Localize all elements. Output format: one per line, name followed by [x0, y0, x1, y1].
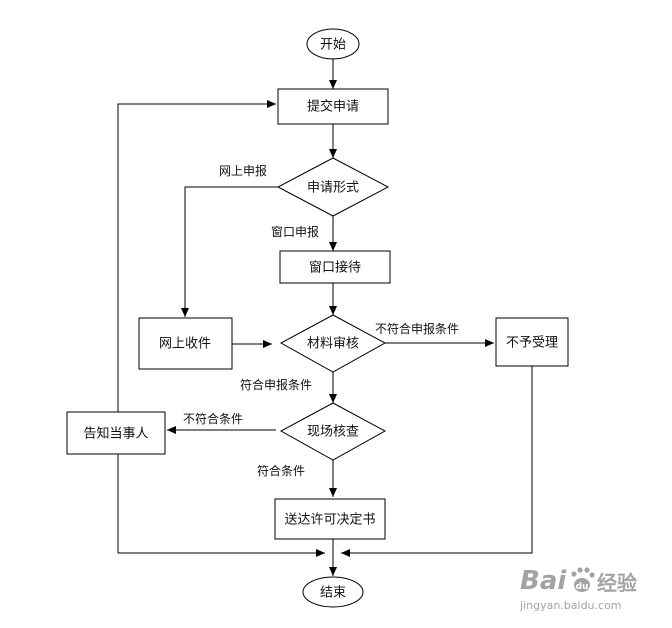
- watermark-suffix: 经验: [597, 571, 637, 595]
- node-deliver: 送达许可决定书: [274, 498, 386, 540]
- label-not-meet-apply: 不符合申报条件: [375, 321, 459, 336]
- node-notify: 告知当事人: [66, 411, 166, 455]
- node-online-label: 网上收件: [159, 337, 211, 352]
- label-meet: 符合条件: [257, 463, 305, 478]
- svg-text:du: du: [576, 582, 589, 592]
- watermark-url: jingyan.baidu.com: [519, 599, 622, 612]
- label-online-apply: 网上申报: [219, 163, 267, 178]
- label-window-apply: 窗口申报: [271, 224, 319, 239]
- node-deliver-label: 送达许可决定书: [284, 513, 375, 528]
- edge-notify-merge: [117, 454, 325, 557]
- paw-icon: du: [571, 567, 595, 592]
- node-window-label: 窗口接待: [309, 260, 361, 276]
- node-online: 网上收件: [138, 317, 233, 370]
- edge-form-online: [181, 186, 278, 317]
- node-start-label: 开始: [320, 38, 346, 53]
- node-notify-label: 告知当事人: [83, 426, 148, 442]
- node-submit-label: 提交申请: [307, 99, 359, 115]
- node-submit: 提交申请: [277, 88, 389, 125]
- node-review: 材料审核: [279, 314, 387, 373]
- node-window: 窗口接待: [279, 250, 391, 284]
- node-start: 开始: [306, 28, 360, 60]
- edge-notify-submit: [117, 100, 276, 412]
- label-meet-apply: 符合申报条件: [240, 377, 312, 392]
- watermark-brand: Bai: [520, 566, 567, 596]
- node-end: 结束: [302, 576, 364, 608]
- node-form-label: 申请形式: [307, 181, 359, 196]
- edge-reject-merge: [341, 366, 533, 557]
- node-form: 申请形式: [276, 157, 390, 217]
- node-inspect: 现场核查: [279, 402, 387, 461]
- node-reject: 不予受理: [495, 317, 569, 367]
- node-inspect-label: 现场核查: [307, 425, 359, 440]
- node-reject-label: 不予受理: [506, 336, 558, 351]
- edges: [117, 59, 533, 576]
- node-review-label: 材料审核: [307, 337, 359, 352]
- label-not-meet: 不符合条件: [183, 411, 243, 426]
- node-end-label: 结束: [320, 586, 346, 601]
- watermark: Bai du 经验 jingyan.baidu.com: [519, 566, 637, 612]
